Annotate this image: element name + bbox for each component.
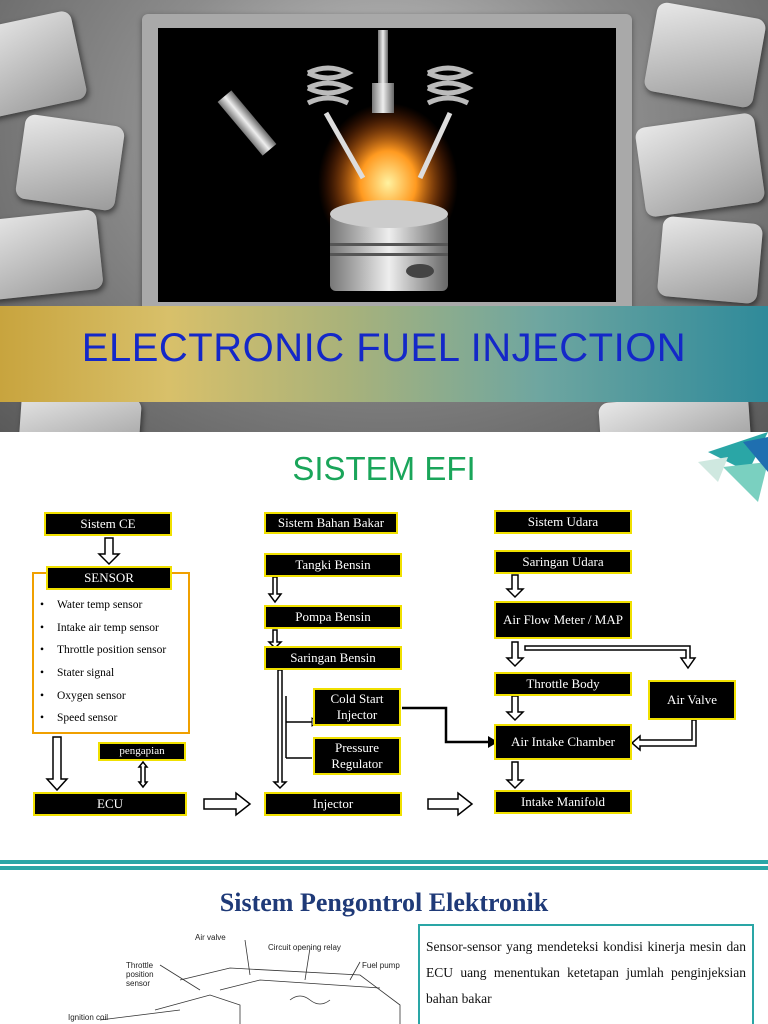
sensor-item: Intake air temp sensor	[40, 617, 166, 640]
corner-decoration-icon	[698, 432, 768, 502]
box-pompa-bensin: Pompa Bensin	[264, 605, 402, 629]
box-sistem-bahan-bakar: Sistem Bahan Bakar	[264, 512, 398, 534]
arrow-afm-throttle	[505, 641, 525, 668]
flow-arrows	[45, 537, 697, 817]
box-pressure-regulator: Pressure Regulator	[313, 737, 401, 775]
control-title: Sistem Pengontrol Elektronik	[219, 888, 549, 917]
arrow-afm-airvalve	[524, 645, 697, 670]
sensor-item: Stater signal	[40, 662, 166, 685]
bg-key	[634, 112, 766, 218]
engine-photo-frame	[142, 14, 632, 316]
arrow-chamber-manifold	[505, 761, 525, 790]
label-circuit-relay: Circuit opening relay	[268, 943, 341, 952]
box-sistem-ce: Sistem CE	[44, 512, 172, 536]
bg-key	[14, 113, 126, 212]
box-air-valve: Air Valve	[648, 680, 736, 720]
engine-photo	[158, 28, 616, 302]
bg-key	[656, 215, 764, 305]
bg-key	[643, 1, 767, 109]
label-ignition-coil: Ignition coil	[68, 1013, 109, 1022]
sensor-list: Water temp sensor Intake air temp sensor…	[40, 594, 166, 730]
label-throttle-sensor: Throttle position sensor	[126, 961, 154, 988]
arrow-filter-afm	[505, 574, 525, 599]
box-ecu: ECU	[33, 792, 187, 816]
box-cold-start-injector: Cold Start Injector	[313, 688, 401, 726]
arrow-ignition-ecu	[137, 760, 149, 789]
sensor-item: Water temp sensor	[40, 594, 166, 617]
bg-key	[0, 9, 89, 121]
slide-divider	[0, 866, 768, 870]
arrow-throttle-chamber	[505, 695, 525, 722]
arrow-sensor-ecu	[45, 736, 69, 792]
engine-illustration	[217, 30, 474, 291]
arrow-airvalve-chamber	[630, 719, 697, 752]
box-saringan-bensin: Saringan Bensin	[264, 646, 402, 670]
box-tangki-bensin: Tangki Bensin	[264, 553, 402, 577]
arrow-tank-pump	[267, 576, 283, 604]
sensor-item: Speed sensor	[40, 707, 166, 730]
box-saringan-udara: Saringan Udara	[494, 550, 632, 574]
engine-sketch	[99, 939, 401, 1024]
label-fuel-pump: Fuel pump	[362, 961, 400, 970]
box-injector: Injector	[264, 792, 402, 816]
sensor-item: Oxygen sensor	[40, 685, 166, 708]
box-air-flow-meter: Air Flow Meter / MAP	[494, 601, 632, 639]
slide-divider	[0, 860, 768, 864]
box-throttle-body: Throttle Body	[494, 672, 632, 696]
diagram-title: SISTEM EFI	[292, 450, 476, 487]
bg-key	[0, 208, 104, 302]
arrow-coldstart-chamber	[402, 706, 488, 744]
box-sensor: SENSOR	[46, 566, 172, 590]
box-intake-manifold: Intake Manifold	[494, 790, 632, 814]
arrow-filter-injector	[272, 669, 288, 790]
arrow-pump-filter	[267, 629, 283, 650]
slide-efi-diagram: SISTEM EFI	[0, 432, 768, 864]
slide-electronic-control: Sistem Pengontrol Elektronik Air valve C…	[0, 866, 768, 1024]
box-pengapian: pengapian	[98, 742, 186, 761]
label-air-valve: Air valve	[195, 933, 226, 942]
title-band	[0, 306, 768, 402]
description-textbox: Sensor-sensor yang mendeteksi kondisi ki…	[418, 924, 754, 1024]
slide-title: ELECTRONIC FUEL INJECTION	[0, 0, 768, 432]
arrow-injector-manifold	[427, 791, 474, 817]
slide-title-text: ELECTRONIC FUEL INJECTION	[81, 326, 687, 370]
sensor-item: Throttle position sensor	[40, 639, 166, 662]
box-sistem-udara: Sistem Udara	[494, 510, 632, 534]
arrow-ce-sensor	[97, 537, 121, 566]
box-air-intake-chamber: Air Intake Chamber	[494, 724, 632, 760]
connector-branch	[285, 696, 312, 759]
arrow-ecu-injector	[203, 791, 252, 817]
